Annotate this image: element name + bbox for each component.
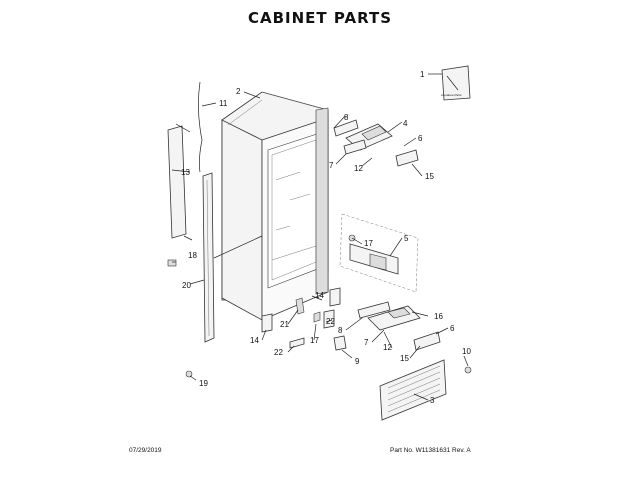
callout-22: 22 [274, 348, 283, 357]
cabinet-body [221, 91, 329, 321]
callout-22-upper: 22 [326, 317, 335, 326]
callout-19: 19 [199, 379, 208, 388]
callout-12-lower: 12 [383, 343, 392, 352]
lower-hinge-assembly [357, 301, 441, 351]
callout-17: 17 [364, 239, 373, 248]
callout-5: 5 [404, 234, 409, 243]
callout-17-lower: 17 [310, 336, 319, 345]
callout-11: 11 [219, 99, 228, 108]
callout-21: 21 [280, 320, 289, 329]
callout-16: 16 [434, 312, 443, 321]
side-panel [167, 123, 193, 241]
literature-parts-booklet: Literature Parts [441, 65, 471, 101]
callout-18: 18 [188, 251, 197, 260]
grille-screw [464, 366, 472, 374]
callout-4: 4 [403, 119, 408, 128]
literature-note: Literature Parts [441, 93, 462, 97]
callout-6: 6 [418, 134, 423, 143]
callout-2: 2 [236, 87, 241, 96]
callout-7: 7 [329, 161, 334, 170]
callout-15-lower: 15 [400, 354, 409, 363]
page-title: CABINET PARTS [247, 9, 393, 27]
callout-3: 3 [430, 396, 435, 405]
callout-7-lower: 7 [364, 338, 369, 347]
callout-13: 13 [181, 168, 190, 177]
callout-1: 1 [420, 70, 425, 79]
screw [167, 259, 177, 267]
callout-12: 12 [354, 164, 363, 173]
screw-bottom [185, 370, 193, 378]
bottom-small-parts [261, 287, 347, 351]
callout-20: 20 [182, 281, 191, 290]
callout-9: 9 [355, 357, 360, 366]
footer-part-number: Part No. W11381631 Rev. A [390, 447, 471, 454]
middle-hinge-bracket [339, 213, 419, 293]
callout-8: 8 [344, 113, 349, 122]
wire-harness [198, 81, 203, 173]
leader-lines [171, 73, 469, 401]
callout-6-lower: 6 [450, 324, 455, 333]
callout-10: 10 [462, 347, 471, 356]
callout-14-lower: 14 [250, 336, 259, 345]
callout-labels: 1 2 3 4 5 6 7 8 10 11 12 13 14 15 16 17 … [181, 70, 471, 405]
footer-date: 07/29/2019 [129, 447, 162, 454]
upper-hinge-assembly [333, 119, 419, 167]
toe-grille [379, 359, 447, 421]
gasket-strip [202, 172, 215, 343]
callout-14: 14 [315, 291, 324, 300]
callout-8-lower: 8 [338, 326, 343, 335]
callout-15: 15 [425, 172, 434, 181]
